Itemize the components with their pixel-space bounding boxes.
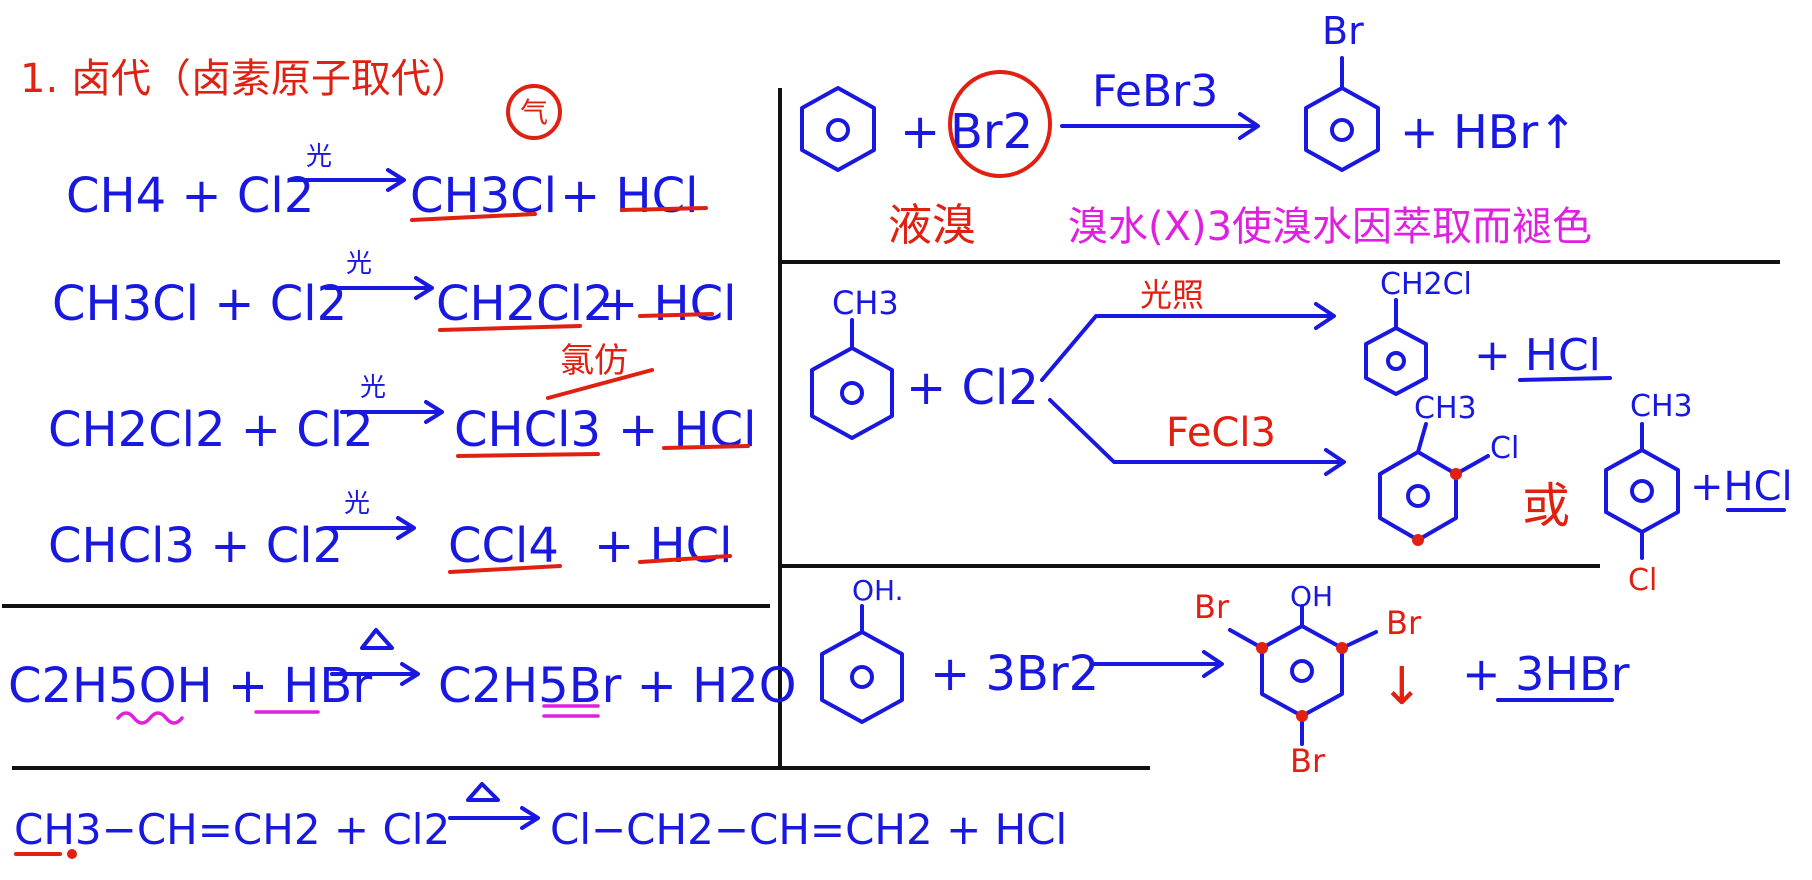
bromine-reagent: Br2 (950, 104, 1033, 160)
delta-propene (466, 782, 500, 802)
ethanol-reactants: C2H5OH + HBr (8, 658, 372, 714)
propene-product: Cl−CH2−CH=CH2 + HCl (550, 805, 1067, 854)
toluene-methyl: CH3 (832, 284, 899, 322)
byproduct-3: + HCl (618, 402, 756, 458)
byproduct-hbr: + HBr↑ (1400, 105, 1577, 159)
or-word: 或 (1522, 478, 1570, 534)
phenol-ring (820, 604, 904, 724)
underline-1a (410, 212, 537, 222)
propene-substitution: CH3−CH=CH2 + Cl2 Cl−CH2−CH=CH2 + HCl (14, 782, 1067, 859)
underline-3a (456, 452, 600, 458)
benzyl-chloride-ring (1364, 298, 1428, 396)
chloroform-note: 氯仿 (560, 341, 628, 381)
underline-3b (662, 444, 750, 450)
phenol-reagent: + 3Br2 (930, 646, 1099, 702)
br-right: Br (1386, 604, 1422, 642)
phenol-byproduct: + 3HBr (1462, 647, 1630, 701)
section-heading: 1. 卤代（卤素原子取代） (20, 56, 471, 102)
methane-chlorination: CH4 + Cl2 光 CH3Cl + HCl 气 CH3Cl + Cl2 光 … (48, 84, 756, 574)
ortho-chlorotoluene-ring (1378, 422, 1490, 546)
arrow-4 (324, 516, 416, 540)
condition-light: 光照 (1140, 276, 1204, 314)
condition-2: 光 (346, 249, 372, 279)
bromobenzene-ring (1304, 56, 1380, 172)
arrow-propene (448, 806, 540, 830)
catalyst-febr3: FeBr3 (1092, 66, 1218, 117)
bromo-substituent: Br (1322, 9, 1364, 53)
byproduct-4: + HCl (594, 518, 732, 574)
underline-4b (638, 554, 732, 564)
para-chlorotoluene-ring (1604, 422, 1680, 560)
note-liquid-bromine: 液溴 (888, 200, 976, 251)
phenol-bromination: OH. + 3Br2 OH Br Br Br ↓ + 3HBr (820, 574, 1630, 780)
byproduct-2: + HCl (598, 276, 736, 332)
arrow-1 (288, 168, 406, 192)
benzene-bromination: + Br2 FeBr3 Br + HBr↑ 液溴 溴水(X)3使溴水因萃取而褪色 (800, 9, 1592, 251)
underline-1b (620, 206, 708, 212)
ortho-methyl: CH3 (1414, 391, 1477, 426)
toluene-ring (810, 318, 894, 440)
underline-2b (638, 312, 714, 318)
underline-4a (448, 564, 562, 574)
br-bottom: Br (1290, 742, 1326, 780)
gas-note: 气 (520, 96, 548, 129)
arrow-2 (324, 276, 434, 300)
toluene-chlorination: CH3 + Cl2 光照 CH2Cl + HCl FeCl3 CH3 Cl 或 (810, 267, 1793, 598)
wavy-underline-oh (116, 711, 184, 725)
branch-arrow-light (1040, 302, 1336, 382)
plus-benzene: + (900, 104, 940, 160)
chloroform-slash (546, 368, 654, 400)
br-left: Br (1194, 588, 1230, 626)
arrow-phenol (1090, 650, 1224, 678)
condition-3: 光 (360, 373, 386, 403)
condition-fecl3: FeCl3 (1166, 410, 1276, 456)
para-methyl: CH3 (1630, 389, 1693, 424)
reactants-2: CH3Cl + Cl2 (52, 276, 347, 332)
ethanol-substitution: C2H5OH + HBr C2H5Br + H2O (8, 628, 797, 725)
product-oh: OH (1290, 580, 1333, 613)
bromine-circle (948, 70, 1052, 178)
toluene-reagent: + Cl2 (906, 360, 1039, 416)
reactants-3: CH2Cl2 + Cl2 (48, 402, 374, 458)
arrow-ethanol (330, 662, 420, 686)
benzene-ring (800, 86, 876, 172)
underline-2a (438, 324, 582, 332)
tribromophenol-ring (1228, 604, 1378, 746)
arrow-3 (340, 400, 444, 424)
byproduct-cat: +HCl (1690, 464, 1793, 510)
note-bromine-water: 溴水(X)3使溴水因萃取而褪色 (1068, 204, 1592, 250)
byproduct-light: + HCl (1474, 330, 1601, 381)
ortho-chloro: Cl (1490, 431, 1519, 466)
condition-4: 光 (344, 489, 370, 519)
phenol-oh: OH. (852, 574, 904, 607)
product-benzyl-chloride: CH2Cl (1380, 267, 1472, 302)
gas-note-circle (506, 84, 562, 140)
condition-1: 光 (306, 142, 332, 172)
red-dot-ch3 (67, 849, 77, 859)
divider-lines (2, 88, 1780, 770)
reactants-1: CH4 + Cl2 (66, 168, 314, 224)
product-4: CCl4 (448, 518, 559, 574)
product-3: CHCl3 (454, 402, 601, 458)
byproduct-1: + HCl (560, 168, 698, 224)
ethanol-product: C2H5Br + H2O (438, 658, 797, 714)
para-chloro: Cl (1628, 563, 1657, 598)
delta-ethanol (360, 628, 394, 650)
reactants-4: CHCl3 + Cl2 (48, 518, 343, 574)
branch-arrow-cat (1048, 398, 1346, 476)
precipitate-arrow: ↓ (1380, 657, 1424, 717)
propene-reactants: CH3−CH=CH2 + Cl2 (14, 805, 450, 854)
underline-hcl-light (1518, 376, 1612, 382)
arrow-benzene (1060, 112, 1260, 140)
product-2: CH2Cl2 (436, 276, 614, 332)
